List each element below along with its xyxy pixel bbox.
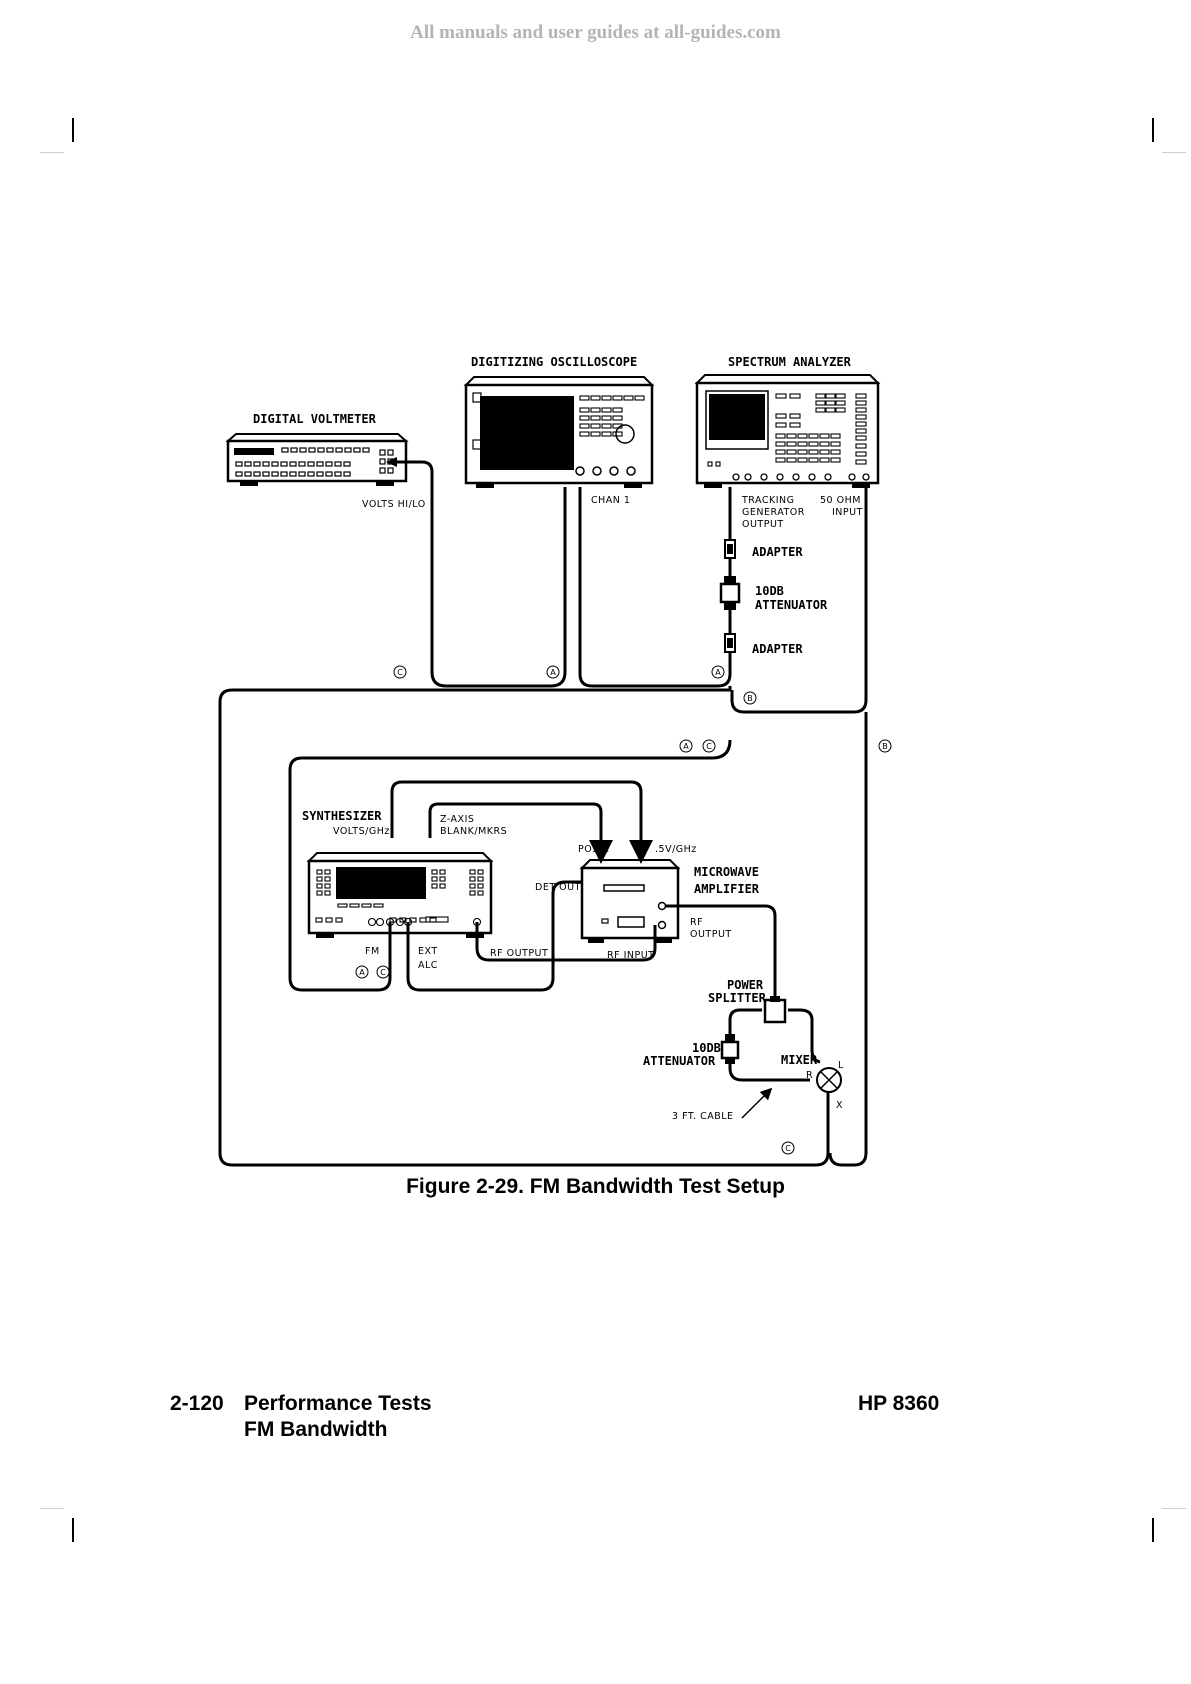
svg-text:A: A <box>683 742 689 751</box>
oscilloscope-label: DIGITIZING OSCILLOSCOPE <box>471 355 637 369</box>
svg-text:B: B <box>747 694 753 703</box>
marker-a-scope: A <box>546 665 560 679</box>
splitter-label-2: SPLITTER <box>708 991 767 1005</box>
attenuator-bottom-icon <box>720 1034 740 1064</box>
attenuator-top-label-1: 10DB <box>755 584 784 598</box>
svg-text:A: A <box>715 668 721 677</box>
port-rf-output-amp-2: OUTPUT <box>690 929 732 940</box>
model-name: HP 8360 <box>858 1392 940 1415</box>
adapter-bottom-label: ADAPTER <box>752 642 803 656</box>
port-input50-2: INPUT <box>832 507 863 518</box>
splitter-label-1: POWER <box>727 978 764 992</box>
svg-text:C: C <box>706 742 712 751</box>
spectrum-analyzer <box>694 374 881 488</box>
cable-label: 3 FT. CABLE <box>672 1111 734 1122</box>
port-tracking-1: TRACKING <box>741 495 794 506</box>
adapter-bottom-icon <box>724 633 736 653</box>
voltmeter-label: DIGITAL VOLTMETER <box>253 412 377 426</box>
port-volts-hilo: VOLTS HI/LO <box>362 499 426 510</box>
port-input50-1: 50 OHM <box>820 495 861 506</box>
crop-mark-bottom-right <box>1152 1518 1154 1542</box>
marker-b-right: B <box>878 739 892 753</box>
crop-mark-top-left-h <box>40 152 64 153</box>
attenuator-top-icon <box>719 576 741 610</box>
mixer-icon <box>816 1067 842 1093</box>
marker-a-fm: A <box>355 965 369 979</box>
port-zaxis-1: Z-AXIS <box>440 814 474 825</box>
amplifier-label-2: AMPLIFIER <box>694 882 760 896</box>
crop-mark-top-right <box>1152 118 1154 142</box>
port-volts-ghz: VOLTS/GHz <box>333 826 390 837</box>
adapter-top-label: ADAPTER <box>752 545 803 559</box>
marker-a-tracking: A <box>711 665 725 679</box>
port-tracking-3: OUTPUT <box>742 519 784 530</box>
crop-mark-bottom-left-h <box>40 1508 64 1509</box>
port-5v-ghz: .5V/GHz <box>655 844 697 855</box>
amplifier-label-1: MICROWAVE <box>694 865 759 879</box>
digitizing-oscilloscope <box>463 376 655 488</box>
mixer-label: MIXER <box>781 1053 818 1067</box>
svg-text:B: B <box>882 742 888 751</box>
watermark: All manuals and user guides at all-guide… <box>410 22 781 43</box>
port-tracking-2: GENERATOR <box>742 507 805 518</box>
figure-caption: Figure 2-29. FM Bandwidth Test Setup <box>406 1175 785 1198</box>
port-det-out: DET OUT <box>535 882 581 893</box>
crop-mark-top-right-h <box>1162 152 1186 153</box>
attenuator-top-label-2: ATTENUATOR <box>755 598 828 612</box>
marker-c-junction: C <box>702 739 716 753</box>
adapter-top-icon <box>724 539 736 559</box>
microwave-amplifier <box>579 859 681 943</box>
port-chan1: CHAN 1 <box>591 495 630 506</box>
port-ext-alc-1: EXT <box>418 946 438 957</box>
crop-mark-bottom-left <box>72 1518 74 1542</box>
attenuator-bottom-label-2: ATTENUATOR <box>643 1054 716 1068</box>
power-splitter-icon <box>763 996 787 1024</box>
digital-voltmeter <box>225 433 409 486</box>
crop-mark-bottom-right-h <box>1162 1508 1186 1509</box>
cables <box>218 460 868 1167</box>
mixer-port-l: L <box>838 1060 844 1071</box>
port-rf-output-synth: RF OUTPUT <box>490 948 548 959</box>
svg-text:C: C <box>785 1144 791 1153</box>
marker-a-junction: A <box>679 739 693 753</box>
marker-c-voltmeter: C <box>393 665 407 679</box>
section-title: Performance Tests <box>244 1392 432 1415</box>
mixer-port-r: R <box>806 1070 813 1081</box>
synthesizer-label: SYNTHESIZER <box>302 809 382 823</box>
page-number: 2-120 <box>170 1392 224 1415</box>
cable-pointer-arrow <box>741 1087 773 1119</box>
analyzer-label: SPECTRUM ANALYZER <box>728 355 852 369</box>
port-rf-output-amp-1: RF <box>690 917 703 928</box>
attenuator-bottom-label-1: 10DB <box>692 1041 721 1055</box>
svg-text:A: A <box>359 968 365 977</box>
svg-text:C: C <box>397 668 403 677</box>
port-pos-z: POS Z <box>578 844 609 855</box>
port-fm: FM <box>365 946 380 957</box>
svg-text:A: A <box>550 668 556 677</box>
mixer-port-x: X <box>836 1100 843 1111</box>
svg-text:C: C <box>380 968 386 977</box>
marker-c-fm: C <box>376 965 390 979</box>
port-ext-alc-2: ALC <box>418 960 438 971</box>
marker-c-bottom: C <box>781 1141 795 1155</box>
port-zaxis-2: BLANK/MKRS <box>440 826 507 837</box>
crop-mark-top-left <box>72 118 74 142</box>
port-rf-input: RF INPUT <box>607 950 654 961</box>
marker-b-loop: B <box>743 691 757 705</box>
voltmeter-cable-tip <box>386 457 397 467</box>
synthesizer <box>306 852 494 938</box>
subsection-title: FM Bandwidth <box>244 1418 388 1441</box>
